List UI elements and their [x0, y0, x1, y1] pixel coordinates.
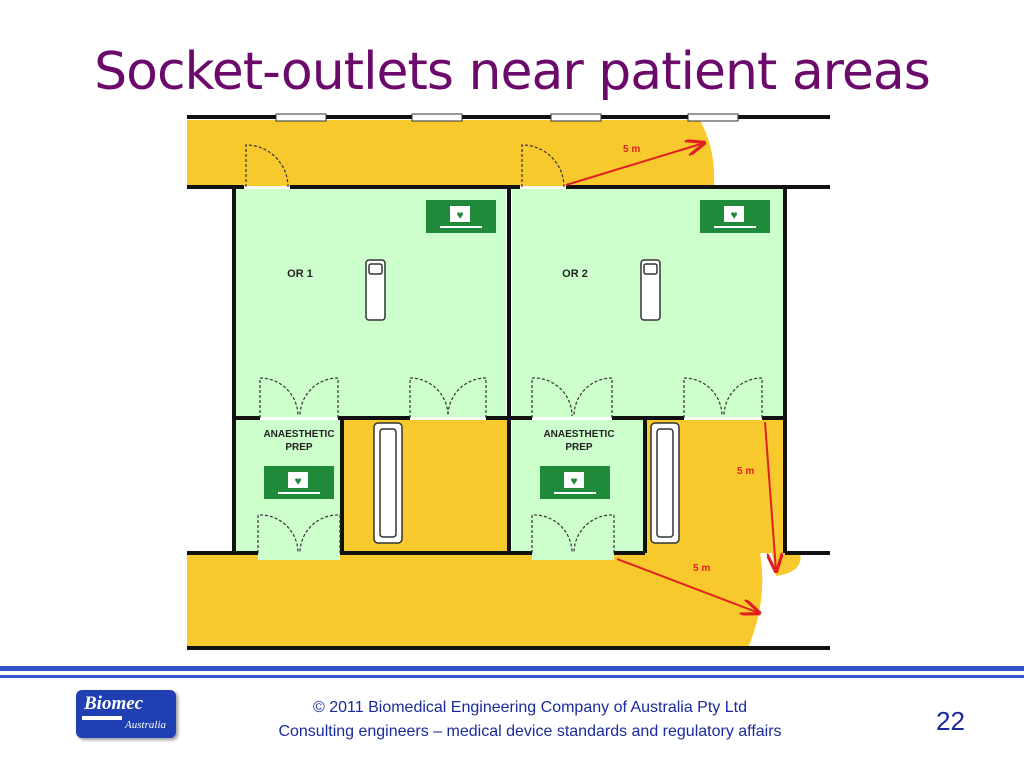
distance-label-right: 5 m — [737, 466, 754, 477]
slide-title: Socket-outlets near patient areas — [94, 42, 931, 102]
logo-name: Biomec — [84, 693, 144, 714]
heart-monitor-panel-icon: ♥ ♥ ♥ ♥ — [264, 200, 770, 499]
page-number: 22 — [936, 706, 965, 736]
footer-tagline: Consulting engineers – medical device st… — [278, 723, 782, 740]
room-label-or1: OR 1 — [287, 268, 313, 280]
floor-plan: ♥ ♥ ♥ ♥ OR 1 OR 2 ANAESTHETIC PREP ANAES… — [187, 113, 830, 650]
prep2-label-line1: ANAESTHETIC — [543, 429, 614, 440]
svg-text:♥: ♥ — [294, 474, 301, 488]
svg-text:♥: ♥ — [730, 208, 737, 222]
cabinet — [373, 422, 680, 544]
bed-icon — [365, 259, 661, 321]
distance-arrow-bottom — [616, 558, 759, 613]
prep1-label-line2: PREP — [285, 442, 313, 453]
distance-label-bottom: 5 m — [693, 563, 710, 574]
corridor-zone-top — [187, 120, 715, 186]
central-zone — [342, 420, 509, 555]
svg-text:♥: ♥ — [456, 208, 463, 222]
prep1-label-line1: ANAESTHETIC — [263, 429, 334, 440]
prep2-label-line2: PREP — [565, 442, 593, 453]
door-swing-icon — [257, 377, 763, 554]
corridor-zone-bottom — [187, 553, 763, 648]
footer-copyright: © 2011 Biomedical Engineering Company of… — [313, 699, 747, 716]
door-swing-icon — [245, 144, 565, 188]
room-label-or2: OR 2 — [562, 268, 588, 280]
footer-divider — [0, 666, 1024, 678]
distance-label-top: 5 m — [623, 144, 640, 155]
company-logo: Biomec Australia — [76, 690, 176, 738]
prep2-door-area — [532, 515, 614, 560]
svg-text:♥: ♥ — [570, 474, 577, 488]
logo-bar — [82, 716, 122, 720]
logo-sub: Australia — [125, 719, 166, 731]
prep1-door-area — [258, 515, 340, 560]
distance-arrow-top — [565, 143, 704, 186]
window-icon — [275, 113, 739, 122]
distance-arrows — [565, 143, 776, 613]
distance-arrow-right — [764, 421, 776, 571]
